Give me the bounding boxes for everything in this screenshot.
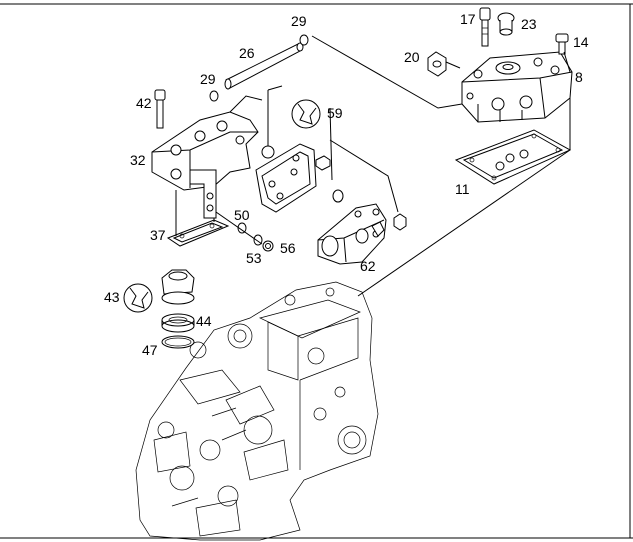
label-47: 47 <box>142 342 158 358</box>
bolt-part-14 <box>555 33 569 55</box>
bolt-part-17 <box>479 7 491 47</box>
seal-part-44 <box>161 313 195 333</box>
washer-part-50 <box>237 222 247 234</box>
fitting-part-20 <box>427 51 461 77</box>
pipe-part-26 <box>224 42 304 90</box>
screw-part-59c <box>315 155 331 171</box>
seal-ring-part-59b <box>332 189 344 203</box>
wrench-symbol-43 <box>123 283 153 313</box>
transmission-housing <box>135 281 379 541</box>
label-8: 8 <box>575 69 583 85</box>
label-50: 50 <box>234 207 250 223</box>
label-44: 44 <box>196 313 212 329</box>
label-37: 37 <box>150 227 166 243</box>
label-62: 62 <box>360 258 376 274</box>
o-ring-part-29-upper <box>299 34 309 46</box>
bolt-part-42 <box>154 89 166 129</box>
label-20: 20 <box>404 49 420 65</box>
manifold-part-32 <box>151 95 263 219</box>
o-ring-part-47 <box>161 335 195 349</box>
seal-ring-part-59a <box>261 145 275 159</box>
ring-part-56 <box>262 240 274 252</box>
o-ring-part-29-lower <box>209 90 219 102</box>
label-59: 59 <box>327 105 343 121</box>
label-14: 14 <box>573 34 589 50</box>
valve-plate-part-59 <box>255 85 399 213</box>
label-32: 32 <box>130 152 146 168</box>
label-43: 43 <box>104 289 120 305</box>
label-17: 17 <box>460 11 476 27</box>
label-56: 56 <box>280 240 296 256</box>
label-29-lower: 29 <box>200 71 216 87</box>
valve-body-part-62 <box>317 203 387 265</box>
leader-14 <box>563 51 571 73</box>
label-26: 26 <box>239 45 255 61</box>
nut-part-62a <box>393 213 407 231</box>
label-42: 42 <box>136 95 152 111</box>
label-53: 53 <box>246 250 262 266</box>
label-11: 11 <box>455 181 470 197</box>
label-29-upper: 29 <box>291 13 307 29</box>
label-23: 23 <box>521 16 537 32</box>
cap-part-43 <box>161 269 195 305</box>
leader-11 <box>357 149 571 297</box>
cover-housing-part-8 <box>461 51 573 123</box>
leader-29a <box>311 35 463 109</box>
leader-50 <box>215 211 263 245</box>
gasket-part-37 <box>166 190 230 247</box>
wrench-symbol-59 <box>291 99 321 129</box>
gasket-part-11 <box>454 129 572 185</box>
plug-part-23 <box>497 12 515 36</box>
